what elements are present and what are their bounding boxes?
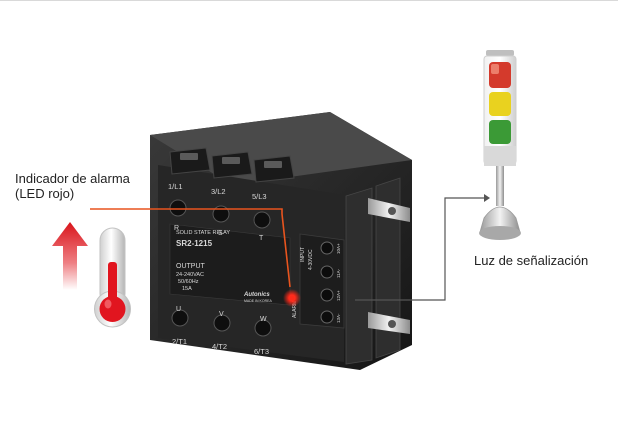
side-terminal-label: 13A- [336, 313, 341, 323]
relay-origin: MADE IN KOREA [244, 299, 272, 303]
alarm-indicator-label: Indicador de alarma (LED rojo) [15, 171, 130, 201]
terminal-letter: W [260, 316, 267, 323]
relay-title: SOLID STATE RELAY [176, 230, 230, 236]
heat-arrow-icon [52, 222, 88, 290]
signal-tower-icon [479, 50, 521, 240]
thermometer-icon [94, 227, 131, 328]
relay-input-voltage: 4-30VDC [308, 249, 314, 270]
terminal-label: 4/T2 [212, 342, 227, 351]
relay-output-current: 15A [182, 286, 192, 292]
mounting-bracket [368, 198, 410, 334]
terminal-label: 2/T1 [172, 337, 187, 346]
side-terminal-label: 10A+ [336, 243, 341, 254]
relay-brand: Autonics [243, 292, 270, 298]
solid-state-relay [150, 112, 412, 370]
terminal-letter: S [218, 230, 223, 237]
alarm-connector-line [90, 208, 291, 288]
relay-alarm-text: ALARM [292, 301, 298, 318]
alarm-led-icon [283, 289, 301, 307]
top-divider [0, 0, 618, 1]
terminal-label: 1/L1 [168, 182, 183, 191]
terminal-letter: V [219, 311, 224, 318]
relay-model: SR2-1215 [176, 239, 213, 248]
terminal-label: 6/T3 [254, 347, 269, 356]
signal-light-label: Luz de señalización [474, 253, 589, 268]
relay-output-voltage: 24-240VAC [176, 272, 204, 278]
alarm-label-line2: (LED rojo) [15, 186, 75, 201]
relay-input-label: INPUT [300, 247, 306, 262]
relay-markings: 1/L1 3/L2 5/L3 R S T 2/T1 4/T2 6/T3 U V … [168, 182, 341, 356]
side-terminal-label: 11A- [336, 268, 341, 278]
signal-connector-line [355, 194, 490, 301]
terminal-label: 3/L2 [211, 187, 226, 196]
side-terminal-label: 12A+ [336, 290, 341, 301]
relay-output-label: OUTPUT [176, 263, 206, 270]
alarm-label-line1: Indicador de alarma [15, 171, 130, 186]
terminal-letter: T [259, 235, 264, 242]
terminal-letter: R [174, 225, 179, 232]
relay-output-freq: 50/60Hz [178, 279, 199, 285]
terminal-letter: U [176, 306, 181, 313]
terminal-label: 5/L3 [252, 192, 267, 201]
